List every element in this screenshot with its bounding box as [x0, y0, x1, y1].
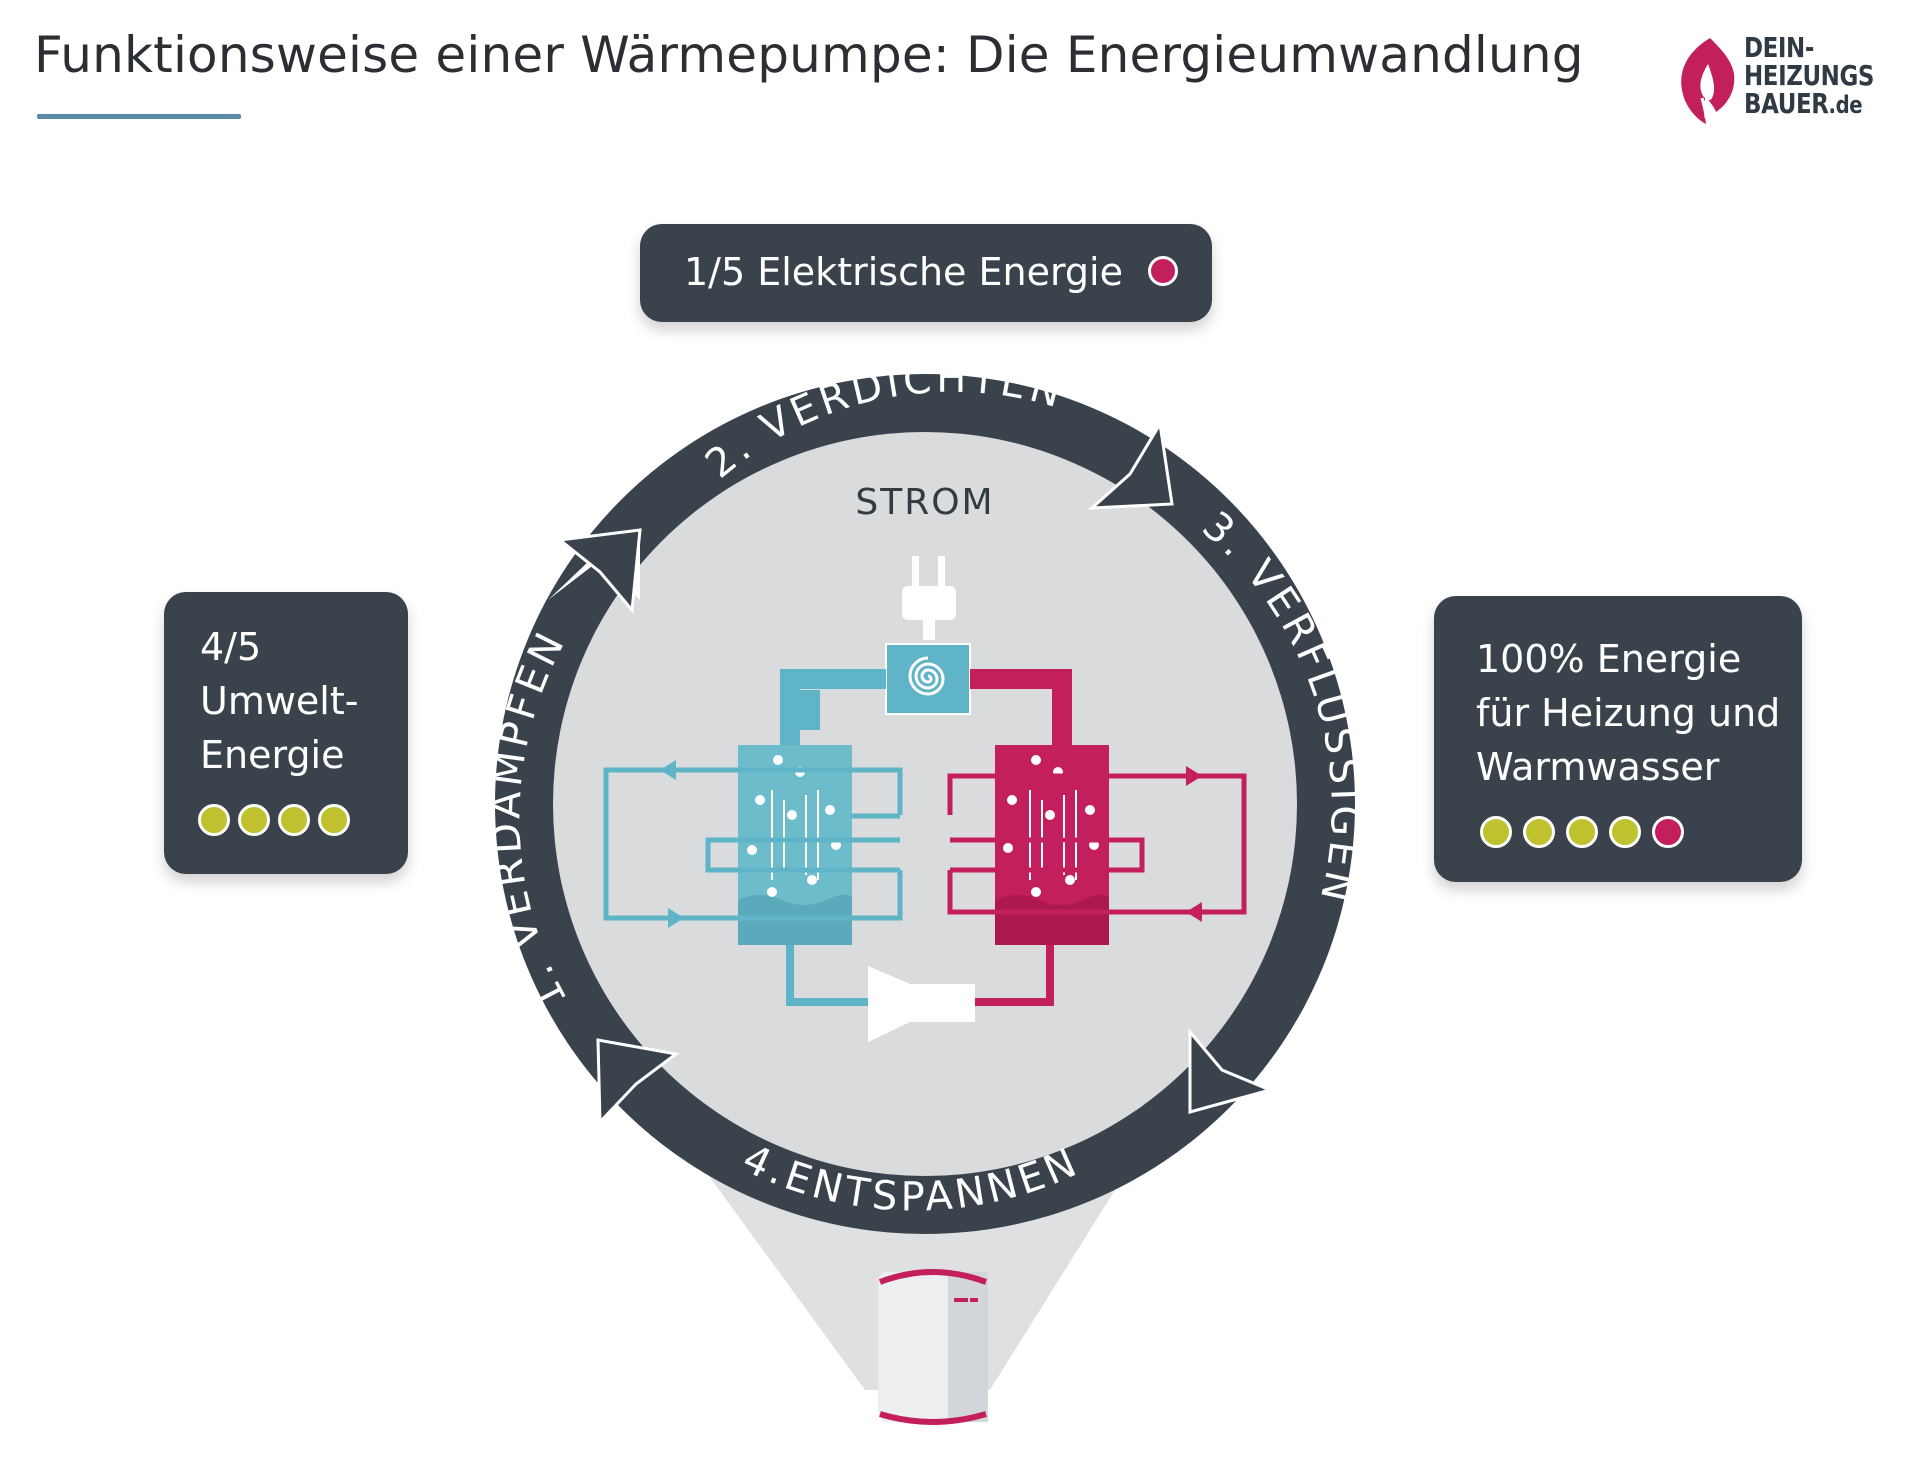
strom-label: STROM — [855, 482, 994, 523]
logo-line-3: BAUER — [1744, 87, 1829, 120]
heat-pump-device-icon — [878, 1269, 988, 1425]
energy-dot — [1652, 816, 1684, 848]
cycle-arrow-2 — [1087, 419, 1174, 510]
cycle-arrow-3 — [1188, 1027, 1275, 1114]
brand-logo[interactable]: DEIN- HEIZUNGS BAUER.de — [1676, 34, 1896, 126]
total-energy-line-3: Warmwasser — [1476, 745, 1720, 789]
energy-dot — [198, 804, 230, 836]
arrow-right-bottom-icon — [1186, 902, 1202, 922]
flame-icon — [1681, 38, 1735, 124]
electric-energy-dot — [1148, 256, 1178, 286]
total-energy-dots — [1480, 816, 1684, 848]
total-energy-box: 100% Energie für Heizung und Warmwasser — [1434, 596, 1802, 882]
arrow-left-bottom-icon — [668, 908, 684, 928]
page-title: Funktionsweise einer Wärmepumpe: Die Ene… — [34, 26, 1584, 84]
arrow-right-top-icon — [1186, 766, 1202, 786]
environment-energy-line-3: Energie — [200, 733, 345, 777]
cycle-arrow-4 — [596, 1038, 680, 1126]
environment-energy-dots — [198, 804, 350, 836]
arrow-left-top-icon — [660, 760, 676, 780]
total-energy-line-1: 100% Energie — [1476, 637, 1742, 681]
evaporator — [738, 745, 852, 945]
energy-dot — [1523, 816, 1555, 848]
logo-line-2: HEIZUNGS — [1744, 59, 1875, 92]
electric-energy-label: 1/5 Elektrische Energie — [684, 250, 1123, 294]
environment-energy-line-1: 4/5 — [200, 625, 262, 669]
inner-circle — [553, 432, 1297, 1176]
environment-loop — [603, 767, 903, 921]
energy-dot — [278, 804, 310, 836]
cold-pipe-return — [786, 945, 870, 1006]
energy-dot — [238, 804, 270, 836]
logo-line-1: DEIN- — [1744, 31, 1814, 64]
hot-pipe-return — [975, 945, 1054, 1006]
energy-dot — [1480, 816, 1512, 848]
environment-energy-box: 4/5 Umwelt- Energie — [164, 592, 408, 874]
heating-loop — [947, 773, 1247, 915]
electric-energy-box: 1/5 Elektrische Energie — [640, 224, 1212, 322]
logo-tld: .de — [1828, 91, 1863, 119]
cycle-arrow-1 — [548, 528, 642, 614]
energy-dot — [318, 804, 350, 836]
plug-icon — [902, 556, 956, 640]
hot-pipe-discharge — [970, 669, 1072, 745]
energy-dot — [1566, 816, 1598, 848]
environment-energy-line-2: Umwelt- — [200, 679, 359, 723]
total-energy-line-2: für Heizung und — [1476, 691, 1781, 735]
energy-dot — [1609, 816, 1641, 848]
logo-wordmark: DEIN- HEIZUNGS BAUER.de — [1744, 31, 1875, 120]
title-underline — [37, 114, 241, 119]
compressor-icon — [885, 643, 971, 715]
expansion-valve-icon — [868, 966, 975, 1042]
